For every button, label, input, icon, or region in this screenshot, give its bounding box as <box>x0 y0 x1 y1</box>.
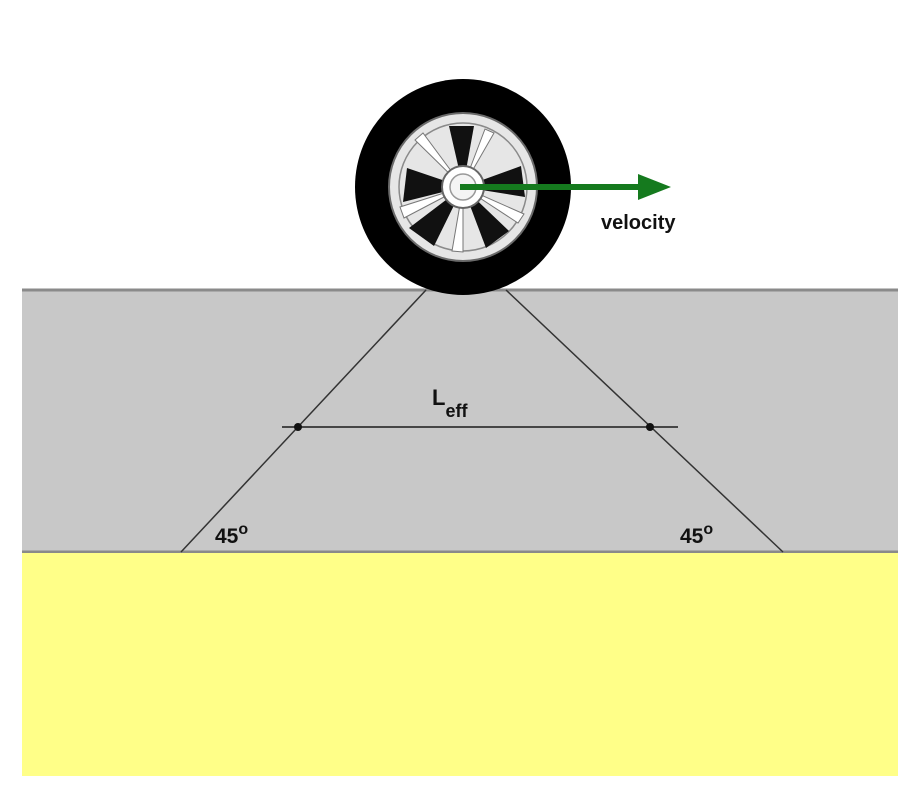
pavement-layer <box>22 290 898 552</box>
right-angle-label: 45o <box>680 521 713 548</box>
velocity-arrow-icon <box>460 174 671 200</box>
right-load-spread-line <box>505 289 784 553</box>
left-angle-label: 45o <box>215 521 248 548</box>
rim-opening <box>403 168 463 202</box>
velocity-label: velocity <box>601 212 676 234</box>
subgrade-layer <box>22 553 898 776</box>
rim-opening <box>449 126 474 187</box>
left-load-spread-line <box>180 289 427 553</box>
leff-right-point <box>646 423 654 431</box>
velocity-arrow-head <box>638 174 671 200</box>
leff-label: Leff <box>432 385 468 421</box>
leff-left-point <box>294 423 302 431</box>
